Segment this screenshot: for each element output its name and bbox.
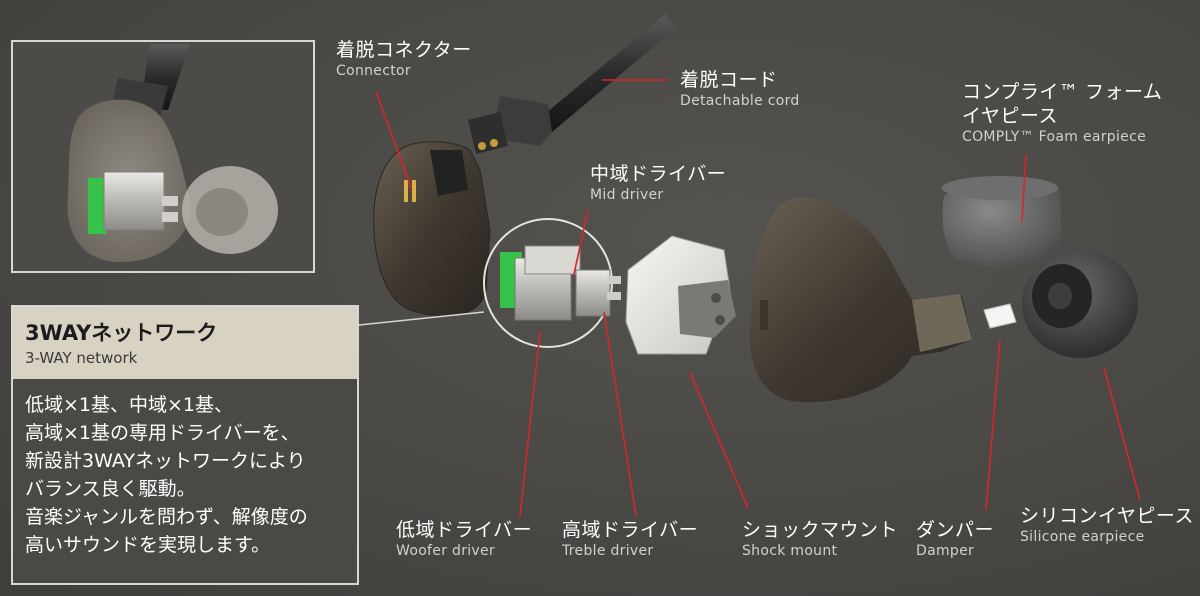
- label-damper-jp: ダンパー: [916, 519, 995, 541]
- label-shock-mount-jp: ショックマウント: [742, 519, 899, 541]
- label-comply: コンプライ™ フォーム イヤピース COMPLY™ Foam earpiece: [962, 80, 1162, 146]
- network-info-box: 3WAYネットワーク 3-WAY network 低域×1基、中域×1基、 高域…: [11, 305, 359, 585]
- info-body-line: 新設計3WAYネットワークにより: [25, 450, 306, 472]
- info-body-line: 高いサウンドを実現します。: [25, 534, 271, 556]
- label-connector-en: Connector: [336, 63, 411, 79]
- leader-connector: [375, 91, 413, 191]
- label-treble-en: Treble driver: [562, 543, 654, 559]
- housing-illustration: [749, 197, 972, 403]
- label-woofer-en: Woofer driver: [396, 543, 495, 559]
- label-connector: 着脱コネクター Connector: [336, 38, 472, 80]
- driver-assembly-illustration: [483, 218, 621, 348]
- leader-lines: [375, 79, 1141, 517]
- label-treble-jp: 高域ドライバー: [562, 519, 699, 541]
- inset-frame: [11, 40, 315, 273]
- leader-damper: [985, 339, 1001, 511]
- leader-mid: [573, 209, 589, 275]
- info-title: 3WAYネットワーク: [25, 321, 218, 345]
- foam-earpiece-illustration: [942, 176, 1062, 267]
- label-woofer: 低域ドライバー Woofer driver: [396, 518, 532, 560]
- leader-silicone: [1103, 367, 1141, 501]
- info-body-line: 高域×1基の専用ドライバーを、: [25, 422, 300, 444]
- info-box-header: 3WAYネットワーク 3-WAY network: [13, 307, 357, 379]
- label-shock-mount-en: Shock mount: [742, 543, 838, 559]
- label-woofer-jp: 低域ドライバー: [396, 519, 533, 541]
- label-comply-jp1: コンプライ™ フォーム: [962, 81, 1163, 103]
- network-pointer-line: [358, 311, 485, 326]
- info-body-line: バランス良く駆動。: [25, 478, 196, 500]
- leader-treble: [603, 311, 637, 517]
- leader-shock: [689, 371, 749, 509]
- info-subtitle: 3-WAY network: [25, 349, 138, 367]
- label-connector-jp: 着脱コネクター: [336, 39, 472, 61]
- damper-illustration: [983, 303, 1017, 329]
- label-damper-en: Damper: [916, 543, 975, 559]
- label-comply-en: COMPLY™ Foam earpiece: [962, 129, 1146, 145]
- label-treble: 高域ドライバー Treble driver: [562, 518, 698, 560]
- shock-mount-illustration: [625, 235, 736, 355]
- label-mid-driver-en: Mid driver: [590, 187, 664, 203]
- info-body-line: 低域×1基、中域×1基、: [25, 394, 234, 416]
- detachable-cord-illustration: [468, 14, 676, 154]
- label-damper: ダンパー Damper: [916, 518, 994, 560]
- label-cord: 着脱コード Detachable cord: [680, 68, 800, 110]
- label-silicone: シリコンイヤピース Silicone earpiece: [1020, 504, 1194, 546]
- label-comply-jp2: イヤピース: [962, 105, 1058, 127]
- label-mid-driver-jp: 中域ドライバー: [590, 163, 727, 185]
- label-shock-mount: ショックマウント Shock mount: [742, 518, 898, 560]
- info-body: 低域×1基、中域×1基、 高域×1基の専用ドライバーを、 新設計3WAYネットワ…: [25, 391, 355, 559]
- silicone-earpiece-illustration: [1022, 250, 1138, 358]
- leader-comply: [1021, 154, 1027, 223]
- label-cord-en: Detachable cord: [680, 93, 800, 109]
- inset-earphone-illustration: [13, 42, 313, 271]
- label-mid-driver: 中域ドライバー Mid driver: [590, 162, 726, 204]
- label-silicone-jp: シリコンイヤピース: [1020, 505, 1194, 527]
- label-cord-jp: 着脱コード: [680, 69, 778, 91]
- label-silicone-en: Silicone earpiece: [1020, 529, 1145, 545]
- leader-woofer: [519, 331, 541, 517]
- info-body-line: 音楽ジャンルを問わず、解像度の: [25, 506, 308, 528]
- faceplate-shell-illustration: [373, 141, 491, 317]
